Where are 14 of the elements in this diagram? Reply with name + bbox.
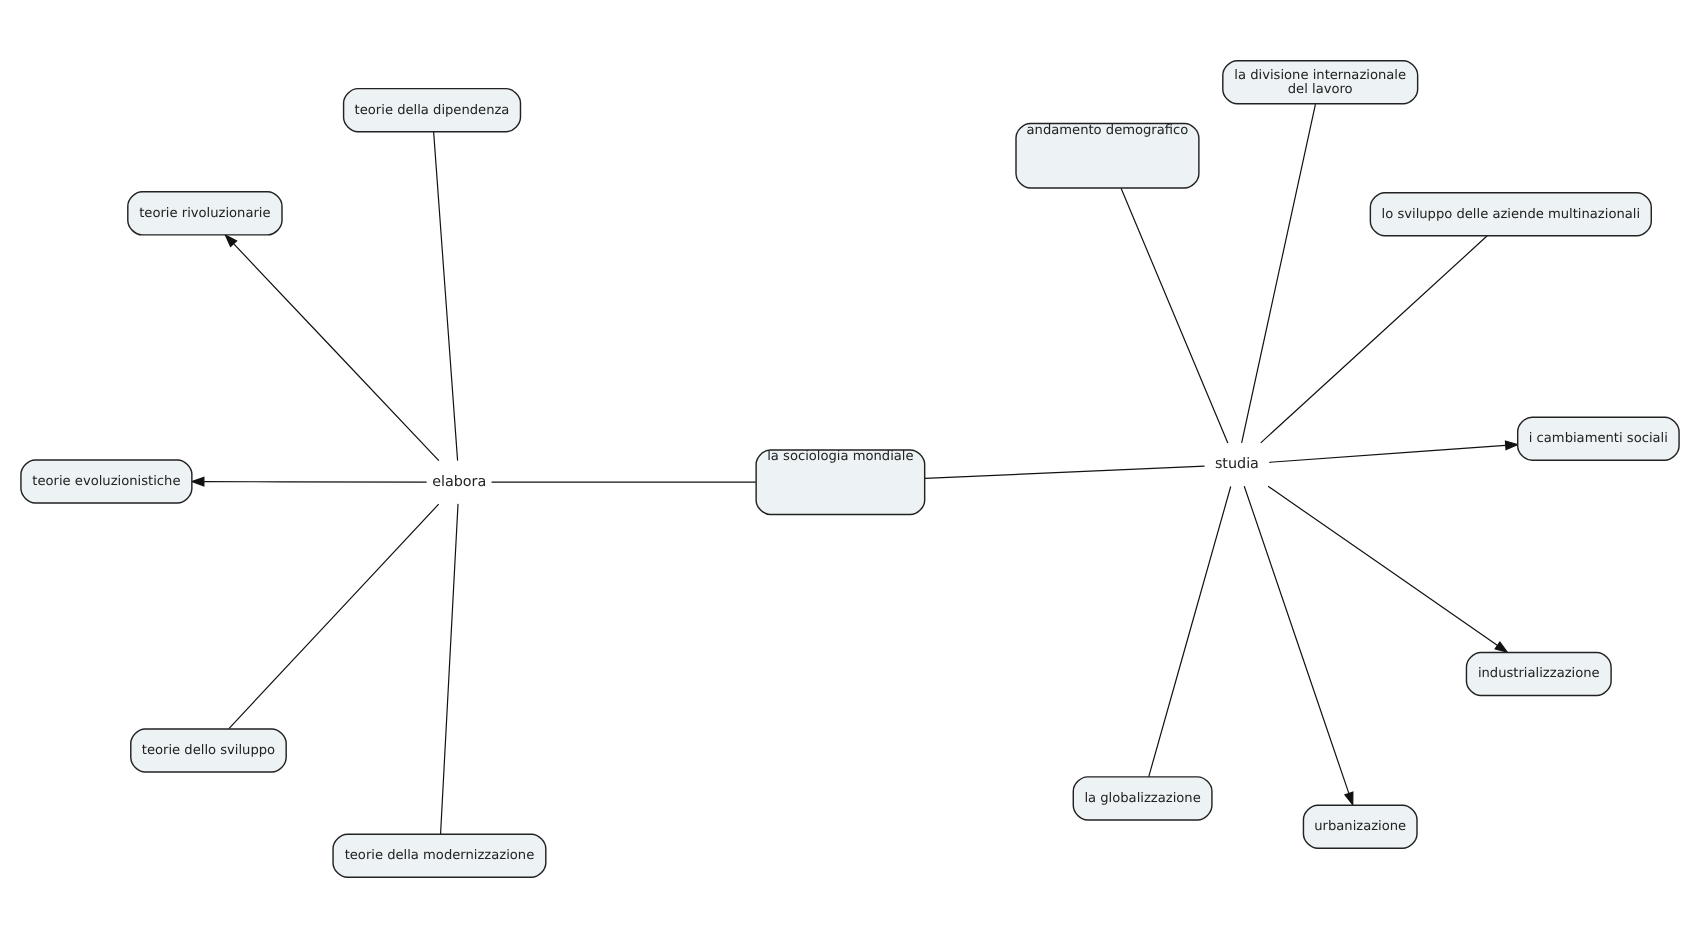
connector (1148, 484, 1232, 777)
connector (433, 130, 459, 461)
connector (1260, 234, 1488, 443)
connector (1241, 102, 1317, 443)
arrow (190, 475, 428, 486)
arrow (224, 232, 440, 461)
connector (924, 464, 1206, 479)
arrow (1268, 439, 1520, 462)
connector (228, 502, 440, 729)
arrow (1243, 484, 1354, 806)
arrow (1267, 484, 1509, 653)
connector (1120, 186, 1229, 443)
connector (490, 480, 757, 482)
connector (439, 502, 459, 834)
